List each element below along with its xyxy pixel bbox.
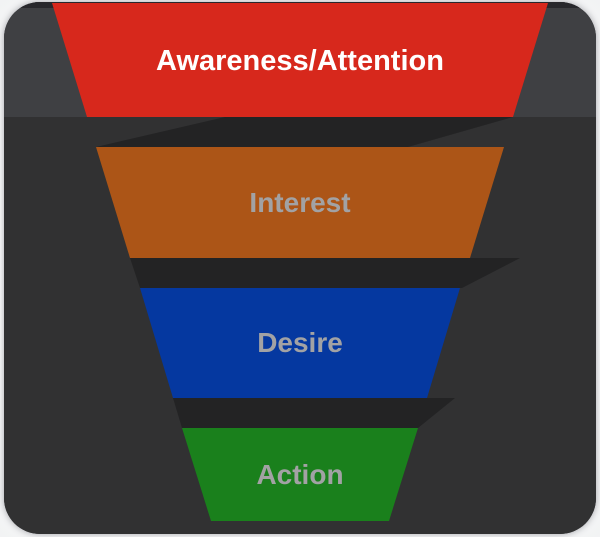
funnel-shadow-3 <box>173 398 455 428</box>
stage-label-awareness: Awareness/Attention <box>156 45 444 77</box>
funnel-shadow-1 <box>96 117 513 147</box>
funnel-stage-interest <box>96 147 504 258</box>
stage-label-action: Action <box>256 459 343 490</box>
funnel-diagram: Awareness/Attention Interest Desire Acti… <box>4 2 596 534</box>
funnel-stage-awareness <box>52 3 548 117</box>
funnel-card: Awareness/Attention Interest Desire Acti… <box>4 2 596 534</box>
funnel-stage-action <box>182 428 418 521</box>
stage-label-desire: Desire <box>257 327 343 358</box>
funnel-stage-desire <box>140 288 460 398</box>
stage-label-interest: Interest <box>249 187 350 218</box>
funnel-shadow-2 <box>130 258 520 288</box>
